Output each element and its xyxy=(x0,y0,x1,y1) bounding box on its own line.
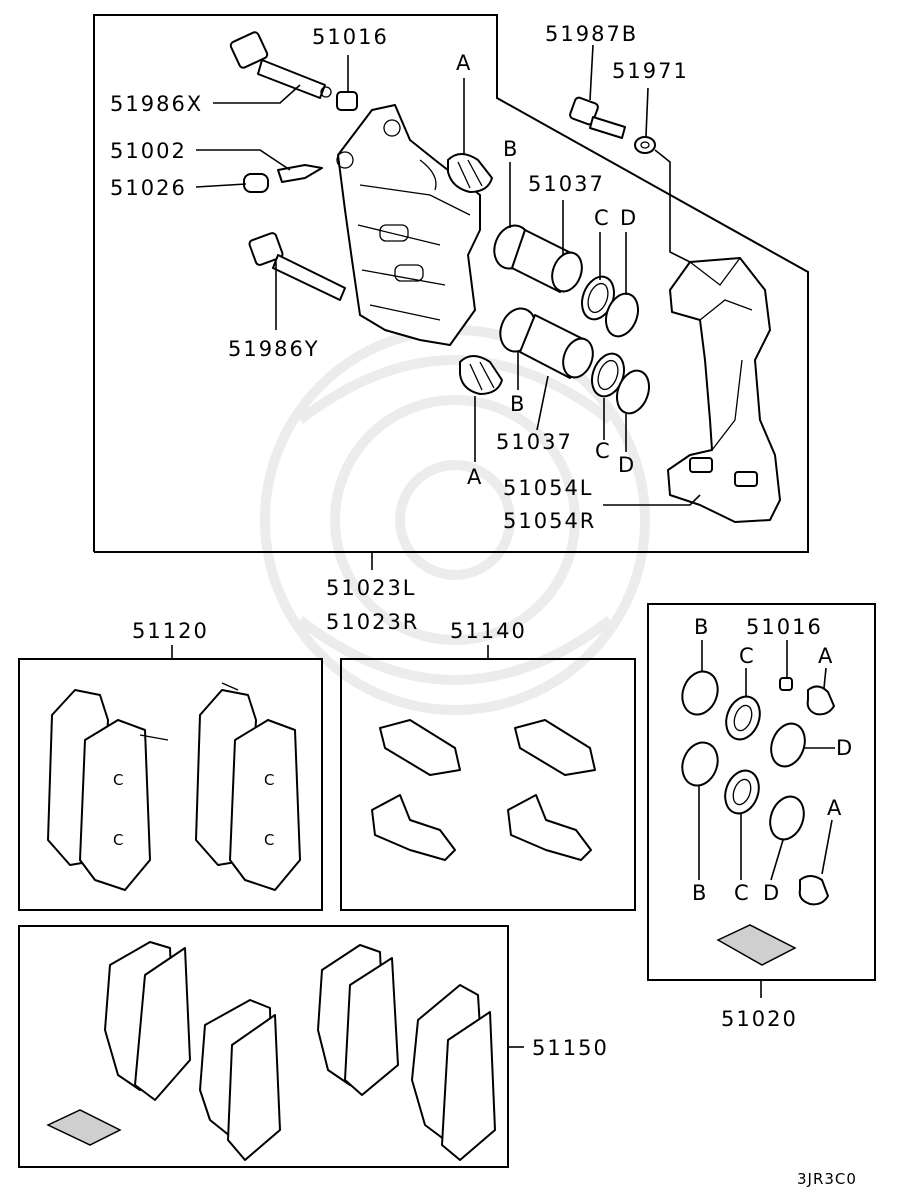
letter-c-3: C xyxy=(739,644,756,668)
letter-b-2: B xyxy=(510,392,526,416)
part-labels: 51016 51986X 51002 51026 51986Y 51987B 5… xyxy=(110,22,857,1187)
guide-pin-upper[interactable] xyxy=(229,31,332,99)
label-51026: 51026 xyxy=(110,176,187,200)
letter-c-2: C xyxy=(595,439,612,463)
letter-a-3: A xyxy=(818,644,834,668)
caliper-body[interactable] xyxy=(336,104,481,346)
caliper-assembly-box xyxy=(93,14,809,553)
letter-b-4: B xyxy=(692,881,708,905)
label-51020: 51020 xyxy=(721,1007,798,1031)
pad-clip-set[interactable] xyxy=(371,719,596,861)
letter-d-3: D xyxy=(836,736,854,760)
dust-seal-d-lower[interactable] xyxy=(611,366,654,418)
letter-a-1: A xyxy=(456,51,472,75)
boot-a-upper[interactable] xyxy=(447,153,493,193)
box-seal-kit xyxy=(647,603,876,981)
letter-b-1: B xyxy=(503,137,519,161)
guide-pin-lower[interactable] xyxy=(248,232,346,301)
bleeder-screw[interactable] xyxy=(277,164,323,183)
seal-kit-parts[interactable] xyxy=(677,667,835,966)
diagram-code: 3JR3C0 xyxy=(797,1170,857,1187)
label-51971: 51971 xyxy=(612,59,689,83)
caliper-support-bracket[interactable] xyxy=(667,257,781,523)
boot-a-lower[interactable] xyxy=(459,355,503,395)
label-51140: 51140 xyxy=(450,619,527,643)
label-51150: 51150 xyxy=(532,1036,609,1060)
letter-a-2: A xyxy=(467,465,483,489)
label-51054l: 51054L xyxy=(503,476,594,500)
label-51023r: 51023R xyxy=(326,610,419,634)
mounting-bolt[interactable] xyxy=(569,96,626,139)
leader-lines xyxy=(171,44,835,1048)
brake-pad-set[interactable]: C C C C xyxy=(47,682,301,891)
svg-text:C: C xyxy=(264,831,275,849)
label-51037-bottom: 51037 xyxy=(496,430,573,454)
bushing[interactable] xyxy=(336,91,358,111)
dust-seal-d-upper[interactable] xyxy=(600,289,643,341)
label-51002: 51002 xyxy=(110,139,187,163)
label-51120: 51120 xyxy=(132,619,209,643)
piston-upper[interactable] xyxy=(511,229,587,296)
label-51054r: 51054R xyxy=(503,509,596,533)
letter-b-3: B xyxy=(694,615,710,639)
letter-c-4: C xyxy=(734,881,751,905)
box-brake-pads xyxy=(18,658,323,911)
letter-d-4: D xyxy=(763,881,781,905)
label-51023l: 51023L xyxy=(326,576,417,600)
letter-d-2: D xyxy=(618,453,636,477)
letter-a-4: A xyxy=(827,796,843,820)
label-51987b: 51987B xyxy=(545,22,638,46)
label-51986x: 51986X xyxy=(110,92,203,116)
letter-d-1: D xyxy=(620,206,638,230)
label-51037-top: 51037 xyxy=(528,172,605,196)
svg-text:C: C xyxy=(113,831,124,849)
pad-shim-set[interactable] xyxy=(46,941,496,1161)
piston-lower[interactable] xyxy=(519,314,598,382)
label-51016-kit: 51016 xyxy=(746,615,823,639)
svg-text:C: C xyxy=(264,771,275,789)
washer[interactable] xyxy=(634,136,656,154)
svg-text:C: C xyxy=(113,771,124,789)
label-51986y: 51986Y xyxy=(228,337,320,361)
letter-c-1: C xyxy=(594,206,611,230)
label-51016-top: 51016 xyxy=(312,25,389,49)
bleeder-cap[interactable] xyxy=(243,173,269,193)
